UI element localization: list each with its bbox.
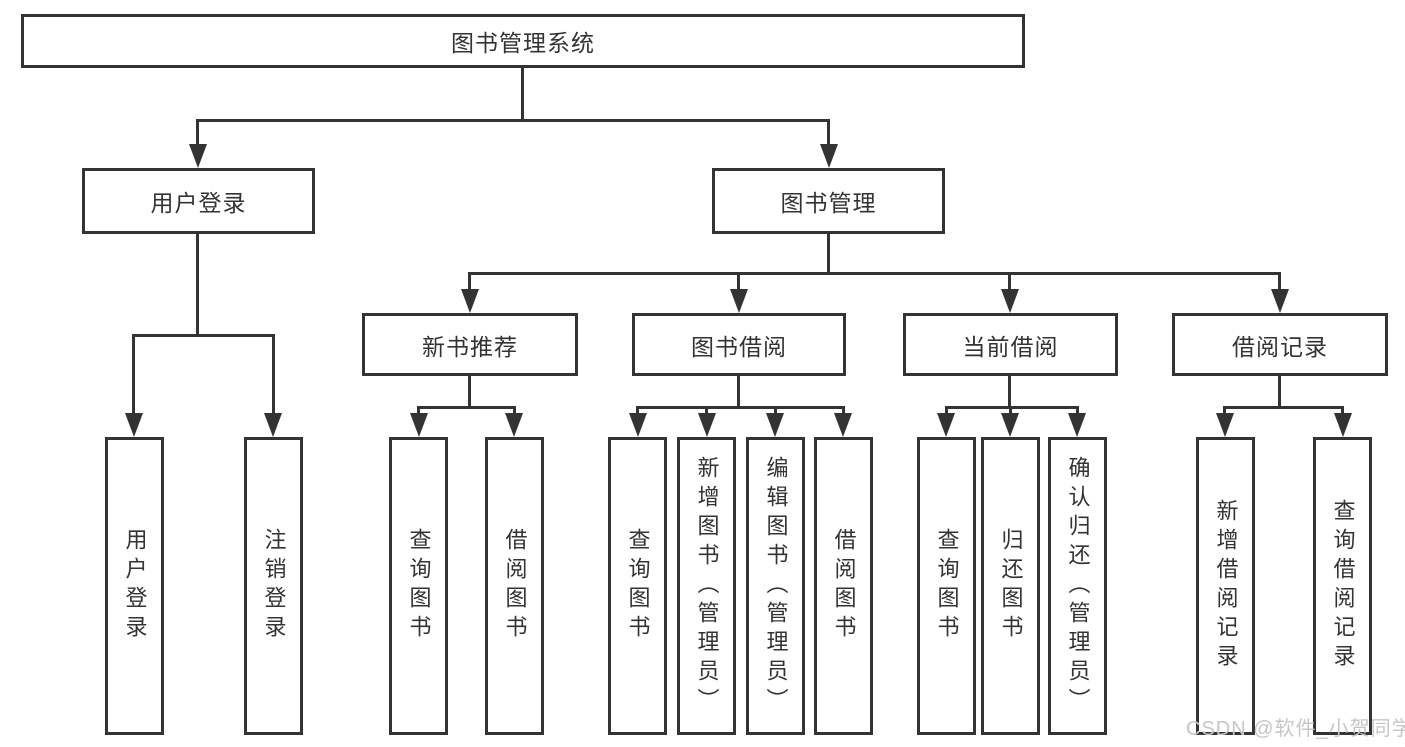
connector-arrow-shaft [737, 272, 740, 292]
csdn-watermark: CSDN @软件_小贺同学 [1186, 718, 1405, 740]
leaf-query-books-current: 查询图书 [917, 437, 976, 735]
connector-arrow-shaft [1076, 406, 1079, 416]
connector-current-borrow-branch [945, 406, 1079, 409]
connector-level3-branch [468, 272, 1281, 275]
connector-arrow-shaft [1008, 272, 1011, 292]
node-user-login: 用户登录 [82, 168, 315, 234]
node-borrow-record-label: 借阅记录 [1232, 333, 1328, 360]
arrowhead-icon [1068, 413, 1086, 437]
connector-arrow-shaft [196, 119, 199, 147]
connector-book-borrow-branch [636, 406, 845, 409]
arrowhead-icon [461, 289, 479, 313]
leaf-label: 查询借阅记录 [1330, 499, 1356, 673]
leaf-return-books: 归还图书 [981, 437, 1040, 735]
leaf-label: 归还图书 [998, 528, 1024, 644]
connector-arrow-shaft [842, 406, 845, 416]
leaf-user-login: 用户登录 [105, 437, 164, 735]
arrowhead-icon [698, 413, 716, 437]
arrowhead-icon [730, 289, 748, 313]
arrowhead-icon [820, 144, 838, 168]
leaf-label: 确认归还（管理员） [1065, 455, 1091, 717]
arrowhead-icon [1334, 413, 1352, 437]
arrowhead-icon [1001, 289, 1019, 313]
leaf-label: 用户登录 [122, 528, 148, 644]
leaf-label: 编辑图书（管理员） [763, 455, 789, 717]
node-user-login-label: 用户登录 [150, 190, 247, 216]
leaf-confirm-return-admin: 确认归还（管理员） [1048, 437, 1107, 735]
node-new-book-rec-label: 新书推荐 [422, 333, 518, 360]
arrowhead-icon [766, 413, 784, 437]
node-book-mgmt: 图书管理 [712, 168, 945, 234]
leaf-label: 借阅图书 [502, 528, 528, 644]
connector-user-login-stem [196, 233, 199, 337]
leaf-add-borrow-record: 新增借阅记录 [1196, 437, 1255, 735]
connector-arrow-shaft [1278, 272, 1281, 292]
arrowhead-icon [410, 413, 428, 437]
connector-current-borrow-stem [1008, 376, 1011, 409]
connector-user-login-branch [132, 334, 275, 337]
node-new-book-rec: 新书推荐 [362, 313, 578, 376]
arrowhead-icon [505, 413, 523, 437]
connector-level2-branch [196, 119, 830, 122]
connector-arrow-shaft [132, 334, 135, 416]
connector-borrow-record-stem [1278, 376, 1281, 409]
leaf-query-borrow-record: 查询借阅记录 [1313, 437, 1372, 735]
arrowhead-icon [629, 413, 647, 437]
arrowhead-icon [1001, 413, 1019, 437]
connector-arrow-shaft [513, 406, 516, 416]
leaf-logout: 注销登录 [244, 437, 303, 735]
node-current-borrow-label: 当前借阅 [962, 333, 1059, 360]
connector-arrow-shaft [1009, 406, 1012, 416]
leaf-label: 注销登录 [261, 528, 287, 644]
connector-arrow-shaft [272, 334, 275, 416]
arrowhead-icon [834, 413, 852, 437]
arrowhead-icon [1271, 289, 1289, 313]
connector-new-book-rec-stem [468, 376, 471, 409]
leaf-query-books: 查询图书 [608, 437, 667, 735]
connector-arrow-shaft [1341, 406, 1344, 416]
leaf-label: 查询图书 [625, 528, 651, 644]
connector-arrow-shaft [417, 406, 420, 416]
leaf-label: 查询图书 [934, 528, 960, 644]
arrowhead-icon [189, 144, 207, 168]
leaf-label: 新增图书（管理员） [694, 455, 720, 717]
node-book-borrow-label: 图书借阅 [691, 333, 787, 360]
connector-new-book-rec-branch [417, 406, 516, 409]
node-book-borrow: 图书借阅 [632, 313, 846, 376]
leaf-label: 借阅图书 [831, 528, 857, 644]
leaf-add-books-admin: 新增图书（管理员） [677, 437, 736, 735]
arrowhead-icon [264, 413, 282, 437]
leaf-label: 查询图书 [406, 528, 432, 644]
node-current-borrow: 当前借阅 [903, 313, 1118, 376]
node-root: 图书管理系统 [21, 14, 1025, 68]
connector-arrow-shaft [705, 406, 708, 416]
node-book-mgmt-label: 图书管理 [780, 190, 877, 216]
arrowhead-icon [937, 413, 955, 437]
connector-arrow-shaft [468, 272, 471, 292]
arrowhead-icon [125, 413, 143, 437]
connector-book-borrow-stem [737, 376, 740, 409]
leaf-edit-books-admin: 编辑图书（管理员） [746, 437, 805, 735]
connector-arrow-shaft [1223, 406, 1226, 416]
leaf-borrow-books-rec: 借阅图书 [485, 437, 544, 735]
leaf-borrow-books: 借阅图书 [814, 437, 873, 735]
connector-arrow-shaft [774, 406, 777, 416]
leaf-query-books-rec: 查询图书 [389, 437, 448, 735]
connector-root-stem [521, 68, 524, 121]
connector-arrow-shaft [827, 119, 830, 147]
connector-arrow-shaft [636, 406, 639, 416]
connector-arrow-shaft [945, 406, 948, 416]
node-borrow-record: 借阅记录 [1172, 313, 1388, 376]
node-root-label: 图书管理系统 [451, 30, 595, 56]
arrowhead-icon [1216, 413, 1234, 437]
connector-borrow-record-branch [1223, 406, 1344, 409]
connector-book-mgmt-stem [827, 233, 830, 275]
leaf-label: 新增借阅记录 [1213, 499, 1239, 673]
